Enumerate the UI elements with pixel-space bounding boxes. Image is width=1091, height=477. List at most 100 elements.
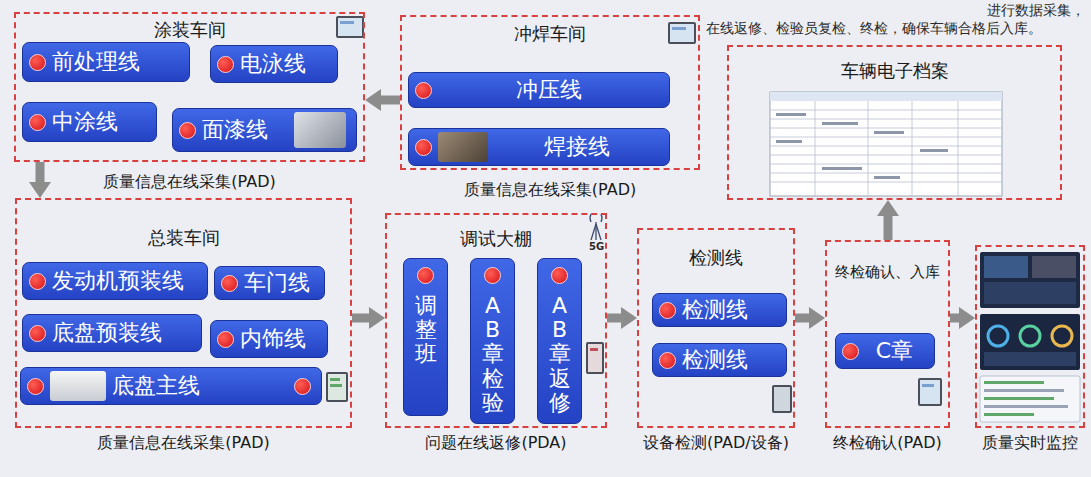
process-line-box: 检测线 [652,343,787,377]
decoration [918,378,942,406]
process-line-box: 冲压线 [408,72,670,108]
status-dot [29,325,46,342]
decoration [920,149,948,152]
decoration [770,128,1002,129]
flow-arrow [352,314,369,323]
line-name: 电泳线 [240,51,306,77]
line-name: 前处理线 [52,49,140,75]
decoration [1020,326,1040,346]
line-name: 中涂线 [52,109,118,135]
tablet-icon [668,22,696,44]
tablet-icon [326,372,348,402]
tablet-icon [918,378,942,406]
line-name: 面漆线 [202,117,268,143]
process-line-box: 底盘主线 [20,367,322,405]
process-line-box: 底盘预装线 [22,314,202,352]
decoration [984,413,1034,416]
decoration [770,92,1002,196]
decoration [590,348,598,351]
line-name: 检测线 [682,297,748,323]
line-name: 焊接线 [544,134,610,160]
region-title: 涂装车间 [16,18,363,42]
line-name: AB章返修 [549,294,571,415]
region-caption: 质量信息在线采集(PAD) [103,172,275,193]
decoration [770,146,1002,147]
region-caption: 问题在线返修(PDA) [425,433,566,454]
decoration [912,101,913,196]
decoration [330,378,340,381]
decoration [958,101,959,196]
tablet-icon [772,385,792,413]
line-name: 检测线 [682,347,748,373]
decoration [922,384,934,387]
status-dot [29,114,46,131]
workshop-region: 总装车间质量信息在线采集(PAD)发动机预装线车门线底盘预装线内饰线底盘主线 [15,198,352,428]
decoration [591,224,596,240]
region-title: 调试大棚 [387,227,605,251]
status-dot [29,54,46,71]
decoration [984,405,1068,408]
line-name: 车门线 [244,270,310,296]
decoration [326,372,348,402]
decoration [984,352,1076,366]
monitor-screens [980,252,1080,422]
flow-arrow [795,314,809,323]
line-photo [50,371,106,401]
flow-arrow [884,216,893,240]
workshop-region: 车辆电子档案 [727,45,1062,200]
status-dot [27,378,44,395]
decoration [770,92,1002,101]
decoration [770,155,1002,156]
process-line-box: C章 [835,333,935,369]
decoration [1052,326,1072,346]
status-dot [417,267,434,284]
decoration [586,342,604,374]
decoration [822,167,862,170]
decoration [874,176,900,179]
line-name: 冲压线 [516,77,582,103]
decoration [984,389,1064,392]
decoration [668,22,696,44]
flow-arrow [381,96,400,105]
workshop-region: 冲焊车间质量信息在线采集(PAD)冲压线焊接线 [400,15,700,170]
description-note: 在线返修、检验员复检、终检，确保车辆合格后入库。 [706,20,1042,38]
region-caption: 质量信息在线采集(PAD) [97,433,269,454]
decoration [984,256,1028,278]
decoration [588,344,602,372]
decoration [980,314,1080,370]
status-dot [217,331,234,348]
status-dot [415,82,432,99]
decoration [770,119,1002,120]
process-line-box: 面漆线 [172,108,357,152]
line-name: C章 [876,338,913,364]
line-photo [438,132,488,162]
tablet-icon [336,16,364,38]
tablet-icon [586,342,604,374]
line-name: 底盘预装线 [52,320,162,346]
process-line-box: 调整班 [403,258,448,416]
decoration [601,214,602,222]
status-dot [217,56,234,73]
decoration [874,131,904,134]
region-caption: 终检确认(PAD) [833,433,941,454]
process-line-box: 中涂线 [22,102,157,142]
decoration [920,380,940,404]
decoration [770,182,1002,183]
line-name: 内饰线 [240,326,306,352]
status-dot [29,273,46,290]
status-dot [659,302,676,319]
decoration [776,113,806,116]
flow-arrow [950,314,959,323]
decoration [770,173,1002,174]
decoration [776,113,948,179]
flow-arrow [36,162,45,182]
decoration [984,381,1044,384]
workshop-region: 终检确认、入库终检确认(PAD)C章 [825,240,950,428]
process-line-box: 检测线 [652,293,787,327]
status-dot [294,378,311,395]
line-photo [294,112,346,148]
status-dot [179,122,196,139]
line-name: 调整班 [415,294,437,367]
decoration [984,282,1076,304]
